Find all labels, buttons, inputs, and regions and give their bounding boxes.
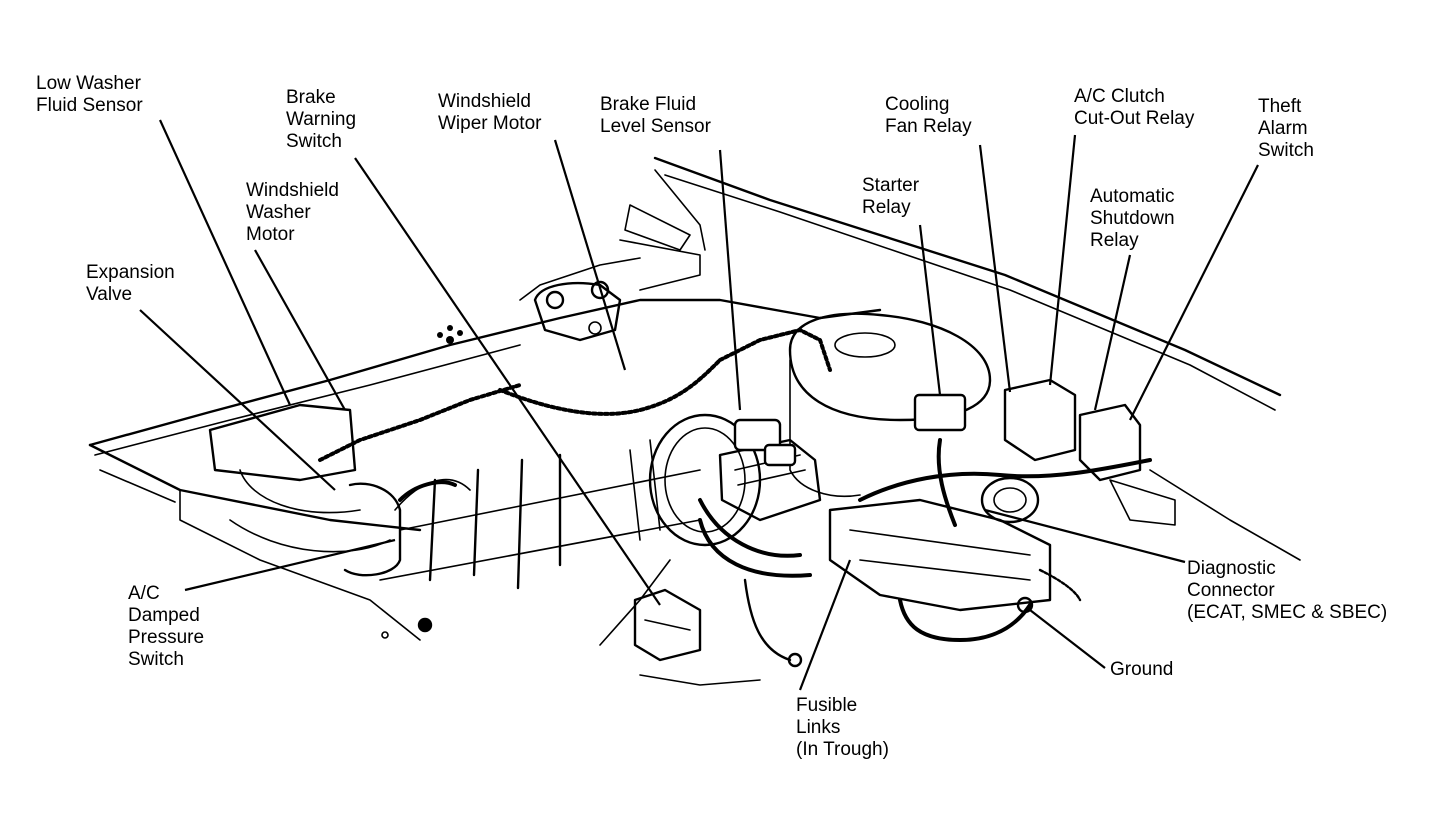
- leader-cooling-fan-relay: [978, 144, 1012, 393]
- leader-diagnostic-connector: [984, 508, 1186, 564]
- leader-lines: [139, 119, 1259, 691]
- label-starter-relay: Starter Relay: [862, 175, 920, 218]
- leader-low-washer-fluid-sensor: [158, 119, 292, 406]
- leader-brake-fluid-level-sensor: [718, 149, 742, 411]
- label-expansion-valve: Expansion Valve: [86, 262, 175, 305]
- label-fusible-links: Fusible Links (In Trough): [796, 695, 889, 760]
- label-theft-alarm-switch: Theft Alarm Switch: [1258, 96, 1314, 161]
- leader-brake-warning-switch: [354, 157, 661, 606]
- leader-expansion-valve: [139, 309, 336, 491]
- leader-theft-alarm-switch: [1129, 164, 1259, 421]
- label-cooling-fan-relay: Cooling Fan Relay: [885, 94, 972, 137]
- label-brake-fluid-level-sensor: Brake Fluid Level Sensor: [600, 94, 711, 137]
- label-automatic-shutdown-relay: Automatic Shutdown Relay: [1090, 186, 1175, 251]
- label-windshield-wiper-motor: Windshield Wiper Motor: [438, 91, 542, 134]
- leader-ac-clutch-cutout-relay: [1048, 134, 1077, 386]
- leader-starter-relay: [918, 224, 942, 396]
- label-ac-damped-pressure-switch: A/C Damped Pressure Switch: [128, 583, 205, 670]
- vehicle-body-outline: [88, 156, 1301, 686]
- leader-ac-damped-pressure-switch: [184, 538, 396, 592]
- label-diagnostic-connector: Diagnostic Connector (ECAT, SMEC & SBEC): [1187, 558, 1388, 623]
- leader-automatic-shutdown-relay: [1093, 254, 1132, 411]
- label-ground: Ground: [1110, 659, 1174, 680]
- label-ac-clutch-cutout-relay: A/C Clutch Cut-Out Relay: [1074, 86, 1195, 129]
- label-windshield-washer-motor: Windshield Washer Motor: [246, 180, 339, 245]
- label-brake-warning-switch: Brake Warning Switch: [286, 87, 357, 152]
- leader-windshield-wiper-motor: [553, 139, 627, 371]
- leader-ground: [1029, 609, 1106, 669]
- leader-fusible-links: [798, 559, 852, 691]
- leader-windshield-washer-motor: [254, 249, 346, 411]
- label-low-washer-fluid-sensor: Low Washer Fluid Sensor: [36, 73, 143, 116]
